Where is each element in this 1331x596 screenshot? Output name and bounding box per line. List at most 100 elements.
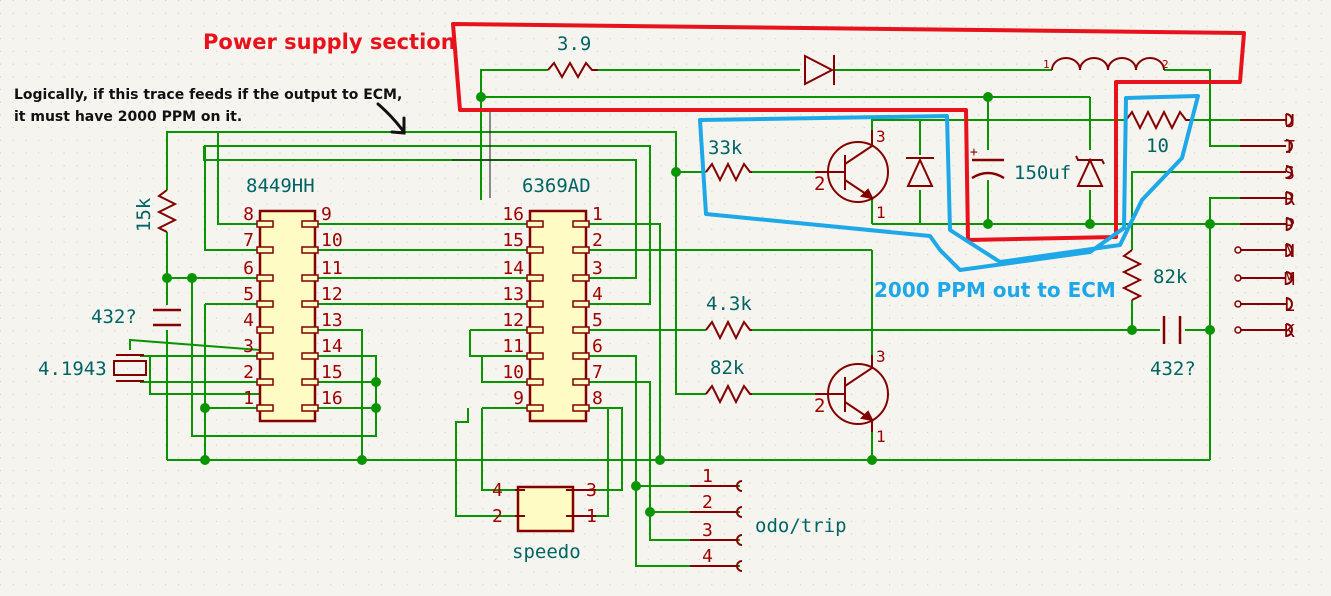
connector-pin-label: N	[1284, 241, 1295, 262]
unconnected-pin-icon	[1234, 246, 1242, 254]
resistor-33k[interactable]	[705, 161, 752, 183]
q1-pin3: 3	[876, 127, 886, 146]
capacitor-432-right-value: 432?	[1150, 358, 1196, 380]
speedo-pin-stubs	[515, 489, 596, 517]
ic2-pin-stub	[572, 404, 590, 412]
unconnected-pin-icon	[1234, 274, 1242, 282]
ic2-pin-number: 13	[502, 284, 524, 305]
connector-socket-icon[interactable]	[1285, 191, 1293, 205]
odo-pin-number: 3	[702, 520, 713, 541]
ic1-pin-stub	[301, 274, 319, 282]
connector-socket-icon[interactable]	[1285, 217, 1293, 231]
ic2-pin-stub	[572, 220, 590, 228]
wires	[129, 69, 1280, 567]
inductor-pin2: 2	[1162, 58, 1169, 71]
ic2-pin-stub	[526, 274, 544, 282]
ic1-pin-stub	[256, 300, 274, 308]
connector-socket-icon[interactable]	[1285, 113, 1293, 127]
speedo-pin-4: 4	[492, 480, 503, 501]
resistor-10[interactable]	[1125, 109, 1190, 131]
connector-socket-icon[interactable]	[1285, 139, 1293, 153]
capacitor-432-left-value: 432?	[91, 306, 137, 328]
ic2-pin-number: 7	[592, 362, 603, 383]
ic1-pin-stub	[301, 220, 319, 228]
capacitor-432-right[interactable]	[1162, 316, 1182, 344]
resistor-15k[interactable]	[156, 189, 178, 233]
resistor-4-3k[interactable]	[705, 319, 752, 341]
connector-socket-icon[interactable]	[1285, 271, 1293, 285]
ic1-pin-number: 8	[243, 204, 254, 225]
inductor[interactable]	[1051, 57, 1165, 71]
ic2-pin-number: 1	[592, 204, 603, 225]
crystal-value: 4.1943	[38, 358, 107, 380]
transistor-q2[interactable]	[815, 355, 889, 432]
resistor-4-3k-value: 4.3k	[706, 293, 752, 315]
zener-diode-right[interactable]	[1075, 155, 1105, 187]
resistor-33k-value: 33k	[708, 137, 743, 159]
ic1-pin-stub	[256, 326, 274, 334]
resistor-15k-value: 15k	[133, 197, 155, 232]
connector-socket-icon[interactable]	[1285, 297, 1293, 311]
q1-pin1: 1	[876, 203, 886, 222]
odo-pin-number: 4	[702, 546, 713, 567]
ic1-pin-number: 14	[321, 336, 343, 357]
ic2-pin-stub	[572, 274, 590, 282]
resistor-3-9[interactable]	[547, 60, 598, 80]
resistor-82k-right[interactable]	[1121, 249, 1143, 301]
connector-socket-icon[interactable]	[1285, 243, 1293, 257]
ic2-pin-stub	[526, 300, 544, 308]
ic2-pin-number: 6	[592, 336, 603, 357]
ic1-pin-number: 16	[321, 388, 343, 409]
ic1-pin-number: 7	[243, 230, 254, 251]
zener-diode-middle[interactable]	[906, 157, 934, 187]
ic2-pin-stub	[572, 326, 590, 334]
speedo-pin-3: 3	[586, 480, 597, 501]
capacitor-432-left[interactable]	[153, 308, 181, 327]
ic1-pin-number: 2	[243, 362, 254, 383]
connector-pin-label: K	[1284, 321, 1295, 342]
transistor-q1[interactable]	[815, 130, 889, 203]
connector-socket-icon[interactable]	[1285, 323, 1293, 337]
ppm-out-title: 2000 PPM out to ECM	[874, 278, 1116, 302]
odo-pin-number: 1	[702, 466, 713, 487]
ic2-pin-stub	[526, 220, 544, 228]
ic1-pin-stub	[301, 246, 319, 254]
ic1-pin-stub	[256, 246, 274, 254]
odo-pin-socket-icon[interactable]	[736, 560, 743, 572]
ic1-pin-stub	[301, 326, 319, 334]
note-line-2: it must have 2000 PPM on it.	[14, 109, 242, 125]
speedo-body[interactable]	[516, 485, 575, 533]
odo-pin-socket-icon[interactable]	[736, 534, 743, 546]
ic1-body[interactable]	[258, 209, 317, 423]
connector-socket-icon[interactable]	[1285, 165, 1293, 179]
ic2-pin-stub	[572, 246, 590, 254]
capacitor-150uf-value: 150uf	[1014, 162, 1071, 184]
ic2-pin-stub	[526, 378, 544, 386]
resistor-82k-base[interactable]	[705, 383, 752, 405]
ic2-pin-stub	[572, 300, 590, 308]
ic1-pin-number: 1	[243, 388, 254, 409]
ic1-pin-stub	[256, 404, 274, 412]
resistor-82k-base-value: 82k	[710, 357, 745, 379]
odo-pin-socket-icon[interactable]	[736, 480, 743, 492]
odo-pin-socket-icon[interactable]	[736, 506, 743, 518]
crystal[interactable]	[113, 354, 147, 382]
ic2-body[interactable]	[528, 209, 588, 423]
ic1-pin-stub	[256, 352, 274, 360]
connector-pin-label: T	[1284, 137, 1295, 158]
ic1-pin-number: 10	[321, 230, 343, 251]
resistor-82k-right-value: 82k	[1153, 266, 1188, 288]
ic2-pin-number: 10	[502, 362, 524, 383]
resistor-10-value: 10	[1146, 135, 1169, 157]
ic1-pin-stub	[301, 378, 319, 386]
ic1-name: 8449HH	[246, 175, 315, 197]
odo-trip-label: odo/trip	[755, 515, 847, 537]
ic1-pin-stub	[256, 378, 274, 386]
ic1-pin-stub	[301, 300, 319, 308]
ic2-name: 6369AD	[522, 175, 591, 197]
power-diode[interactable]	[804, 54, 835, 86]
ic2-pin-number: 12	[502, 310, 524, 331]
capacitor-150uf[interactable]	[971, 158, 1005, 180]
